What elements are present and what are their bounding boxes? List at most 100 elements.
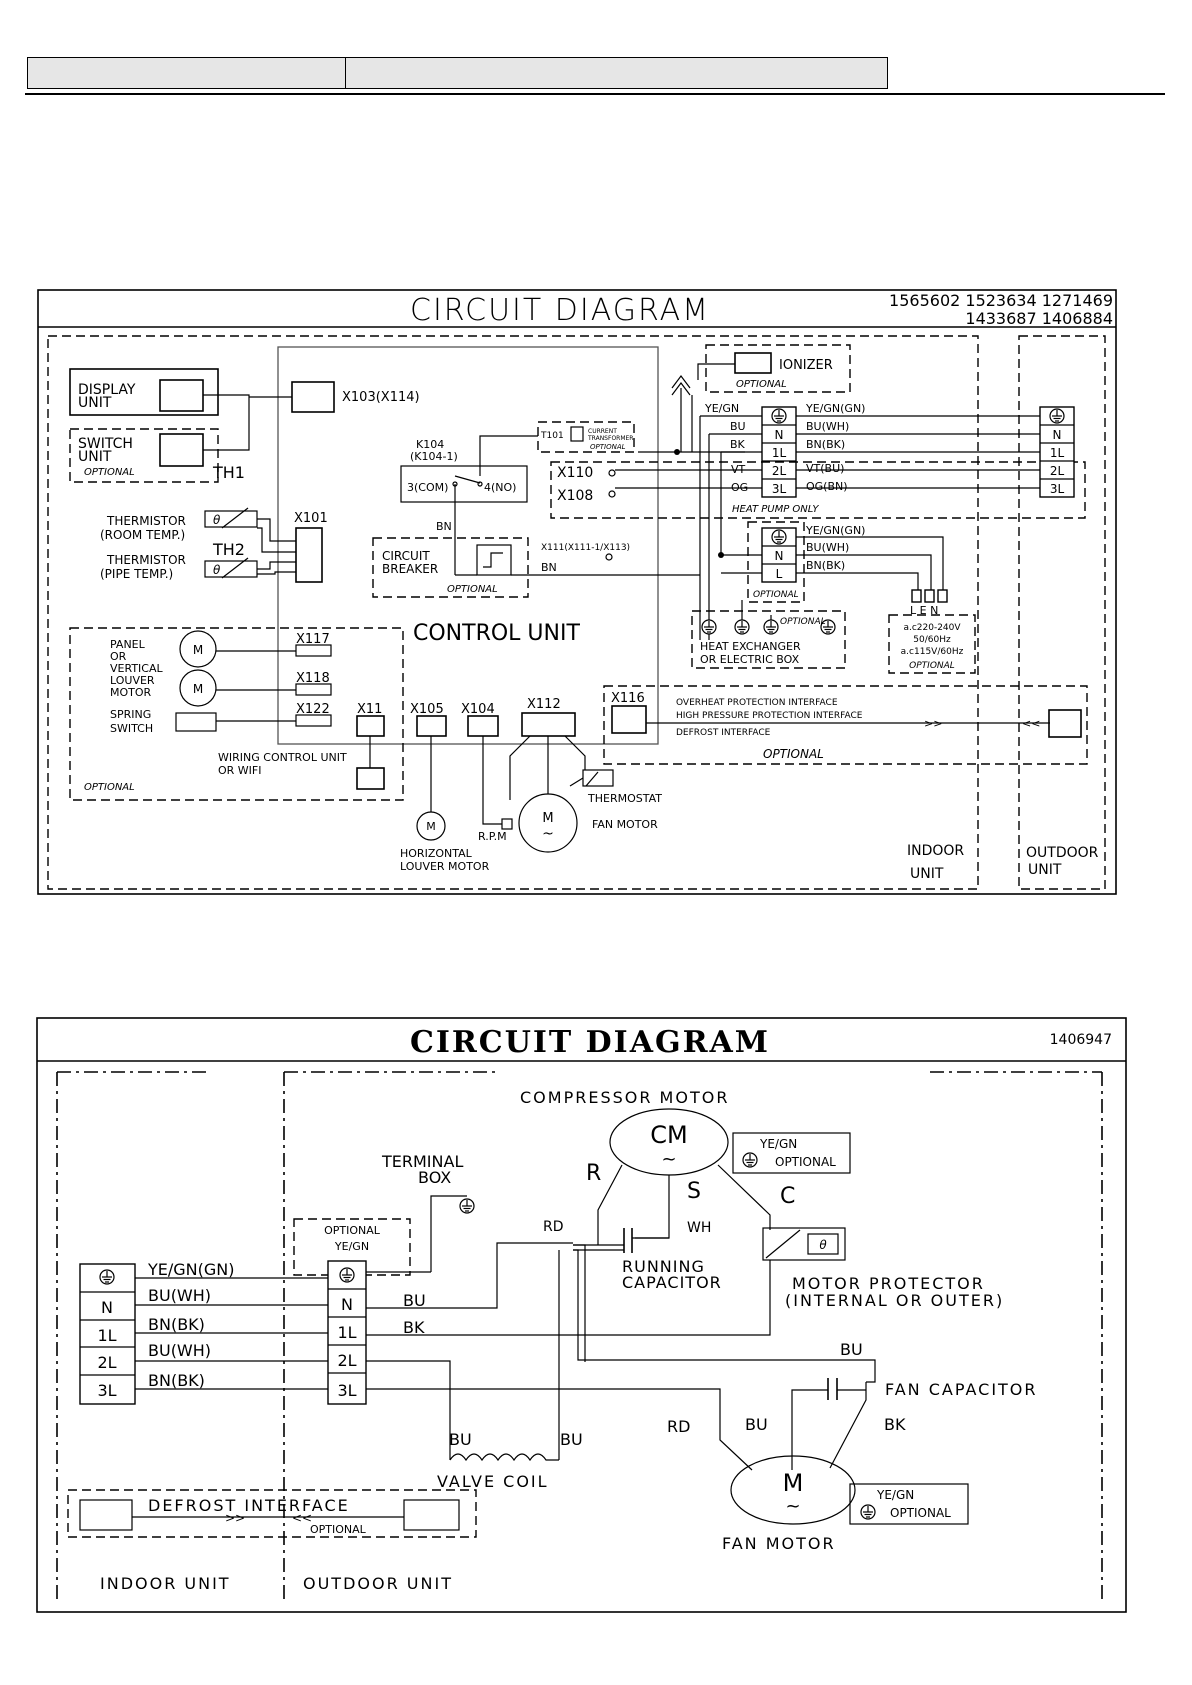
or-label: OR [110, 650, 127, 663]
motor-protector-icon [762, 1227, 846, 1261]
indoor2-bn-bk-2: BN(BK) [148, 1371, 205, 1390]
circuit-diagram-2: CIRCUIT DIAGRAM 1406947 INDOOR UNIT OUTD… [36, 1017, 1127, 1613]
diagram1-frame [37, 289, 1117, 895]
header-bar [27, 57, 888, 89]
vt-bu-label: VT(BU) [806, 462, 844, 475]
no-label: 4(NO) [484, 481, 516, 494]
outdoor-defrost-connector-2 [403, 1499, 460, 1531]
svg-text:<<: << [1022, 717, 1040, 730]
indoor-unit-label: UNIT [910, 866, 944, 882]
diagram2-frame [36, 1017, 1127, 1613]
compressor-s: S [687, 1179, 701, 1204]
transformer-label: TRANSFORMER [587, 435, 633, 442]
t101-label: T101 [540, 431, 564, 441]
x116-connector [611, 705, 647, 734]
indoor2-term-n: N [101, 1298, 113, 1317]
yegn-gn-label-power: YE/GN(GN) [805, 524, 865, 537]
fan-capacitor-label: FAN CAPACITOR [885, 1380, 1038, 1399]
valve-bu-2: BU [560, 1430, 583, 1449]
outdoor2-term-3l: 3L [337, 1381, 356, 1400]
bu-label: BU [730, 420, 746, 433]
indoor2-bn-bk-1: BN(BK) [148, 1315, 205, 1334]
indoor-term-n: N [775, 428, 784, 442]
k104-label: K104 [416, 438, 444, 451]
compressor-r: R [586, 1161, 601, 1186]
optional-yegn-label: OPTIONAL [324, 1224, 381, 1237]
bk-label-2a: BK [403, 1318, 425, 1337]
louver-label: LOUVER [110, 674, 155, 687]
x117-label: X117 [296, 632, 330, 647]
indoor-unit-label-2: INDOOR UNIT [100, 1574, 231, 1593]
k104-relay [400, 465, 528, 503]
x103-connector [291, 381, 335, 413]
indoor2-term-2l: 2L [97, 1353, 116, 1372]
x11-connector [356, 715, 385, 737]
thermistor-pipe-label: THERMISTOR [106, 553, 186, 567]
defrost-interface-label: DEFROST INTERFACE [148, 1496, 350, 1515]
circuit-diagram-1: CIRCUIT DIAGRAM 1565602 1523634 1271469 … [37, 289, 1117, 895]
thermistor-room-label: THERMISTOR [106, 514, 186, 528]
power-terminal-block: N L [761, 527, 797, 583]
ac115-label: a.c115V/60Hz [901, 647, 964, 657]
svg-text:<<: << [292, 1511, 312, 1525]
x122-connector [295, 714, 332, 727]
wiring-control-unit [356, 767, 385, 790]
x112-connector [521, 712, 576, 737]
fan-motor-label-2: FAN MOTOR [722, 1534, 836, 1553]
power-supply-optional: OPTIONAL [909, 661, 955, 671]
x111-label: X111(X111-1/X113) [541, 543, 630, 553]
yegn-gn-label-top: YE/GN(GN) [805, 402, 865, 415]
spring-switch [175, 712, 217, 732]
louver-motor-label: LOUVER MOTOR [400, 860, 490, 873]
valve-coil-icon [449, 1453, 559, 1462]
x11-label: X11 [357, 702, 382, 717]
defrost-optional: OPTIONAL [310, 1523, 367, 1536]
outdoor-defrost-connector [1048, 709, 1082, 738]
svg-text:>>: >> [225, 1511, 245, 1525]
indoor-term-2l: 2L [772, 464, 787, 478]
terminal-label: TERMINAL [381, 1152, 463, 1171]
switch-unit-label-2: UNIT [78, 449, 112, 465]
room-temp-label: (ROOM TEMP.) [100, 528, 185, 542]
compressor-c: C [780, 1184, 795, 1209]
bn-bk-label-top: BN(BK) [806, 438, 845, 451]
outdoor-term-3l: 3L [1050, 482, 1065, 496]
indoor-term-1l: 1L [772, 446, 787, 460]
ac220-label: a.c220-240V [903, 623, 961, 633]
x103-label: X103(X114) [342, 390, 420, 405]
bk-label: BK [730, 438, 746, 451]
compressor-yegn: YE/GN [759, 1137, 797, 1151]
diagram1-title: CIRCUIT DIAGRAM [410, 293, 710, 328]
high-pressure-label: HIGH PRESSURE PROTECTION INTERFACE [676, 711, 863, 721]
protection-interface-box [603, 685, 1088, 765]
electric-box-label: OR ELECTRIC BOX [700, 653, 800, 666]
indoor2-term-1l: 1L [97, 1326, 116, 1345]
compressor-ground-box [732, 1132, 851, 1174]
heat-exchanger-optional: OPTIONAL [780, 617, 826, 627]
indoor2-bu-wh-1: BU(WH) [148, 1286, 211, 1305]
th1-label: TH1 [212, 463, 245, 482]
rd-label-1: RD [543, 1219, 564, 1235]
circuit-breaker [372, 537, 529, 598]
breaker-optional: OPTIONAL [447, 584, 498, 595]
outdoor-terminal-block: N 1L 2L 3L [1039, 406, 1075, 498]
ionizer-box [705, 344, 851, 393]
compressor-tilde: ~ [661, 1149, 676, 1170]
fan-rd-label: RD [667, 1417, 690, 1436]
power-term-l: L [776, 567, 783, 581]
outdoor2-term-2l: 2L [337, 1351, 356, 1370]
indoor-terminal-block: N 1L 2L 3L [761, 406, 797, 498]
bn-label-1: BN [436, 520, 452, 533]
display-unit-label-2: UNIT [78, 395, 112, 411]
heat-pump-only-label: HEAT PUMP ONLY [732, 504, 819, 515]
panel-motor-m: M [193, 643, 203, 657]
t101-optional: OPTIONAL [590, 443, 626, 451]
x105-label: X105 [410, 702, 444, 717]
fan-yegn: YE/GN [876, 1488, 914, 1502]
louver-motor-icon [179, 669, 217, 707]
internal-outer-label: (INTERNAL OR OUTER) [785, 1291, 1004, 1310]
display-unit-label: DISPLAY [78, 382, 136, 398]
vertical-label: VERTICAL [110, 662, 163, 675]
svg-text:θ: θ [213, 513, 221, 527]
x118-label: X118 [296, 671, 330, 686]
